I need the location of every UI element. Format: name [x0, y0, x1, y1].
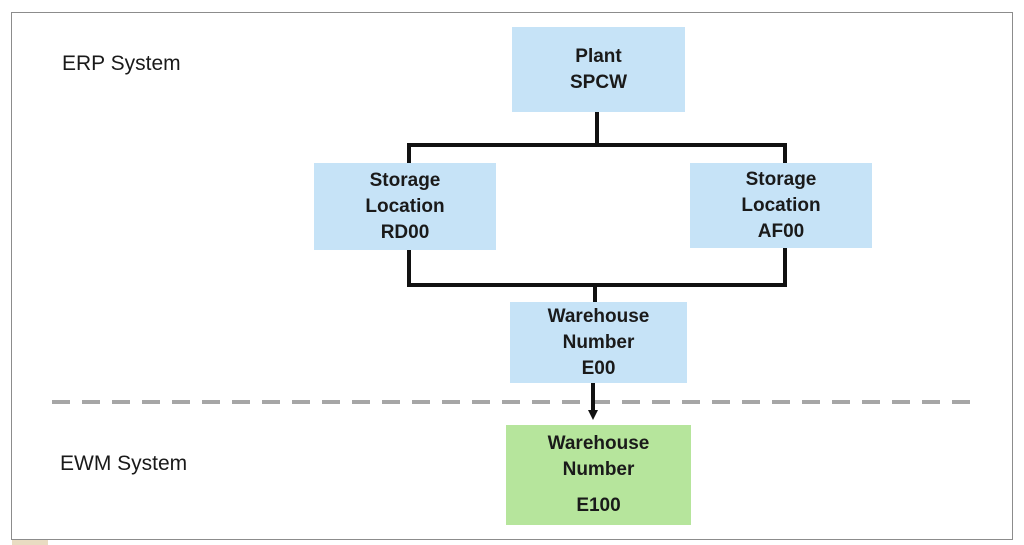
- lower-bracket-connector: [407, 248, 787, 287]
- warehouse-erp-line2: Number: [562, 331, 635, 353]
- storage-af-line1: Storage: [745, 168, 817, 190]
- erp-system-label: ERP System: [62, 52, 181, 75]
- plant-code: SPCW: [570, 71, 627, 93]
- plant-title: Plant: [575, 45, 622, 67]
- plant-box: Plant SPCW: [512, 27, 685, 112]
- warehouse-ewm-line1: Warehouse: [547, 433, 650, 454]
- storage-location-rd00-box: Storage Location RD00: [314, 163, 496, 250]
- corner-marker: [12, 540, 48, 545]
- storage-af-code: AF00: [757, 220, 805, 242]
- warehouse-ewm-line2: Number: [562, 459, 635, 480]
- warehouse-number-e00-box: Warehouse Number E00: [510, 302, 687, 383]
- upper-bracket-connector: [407, 143, 787, 163]
- storage-rd-code: RD00: [380, 221, 430, 243]
- warehouse-erp-line1: Warehouse: [547, 305, 650, 327]
- warehouse-number-e100-box: Warehouse Number E100: [506, 425, 691, 525]
- storage-rd-line2: Location: [365, 195, 445, 217]
- warehouse-ewm-code: E100: [576, 495, 621, 516]
- ewm-system-label: EWM System: [60, 452, 188, 475]
- warehouse-erp-code: E00: [581, 357, 616, 379]
- storage-rd-line1: Storage: [369, 169, 441, 191]
- storage-location-af00-box: Storage Location AF00: [690, 163, 872, 248]
- storage-af-line2: Location: [741, 194, 821, 216]
